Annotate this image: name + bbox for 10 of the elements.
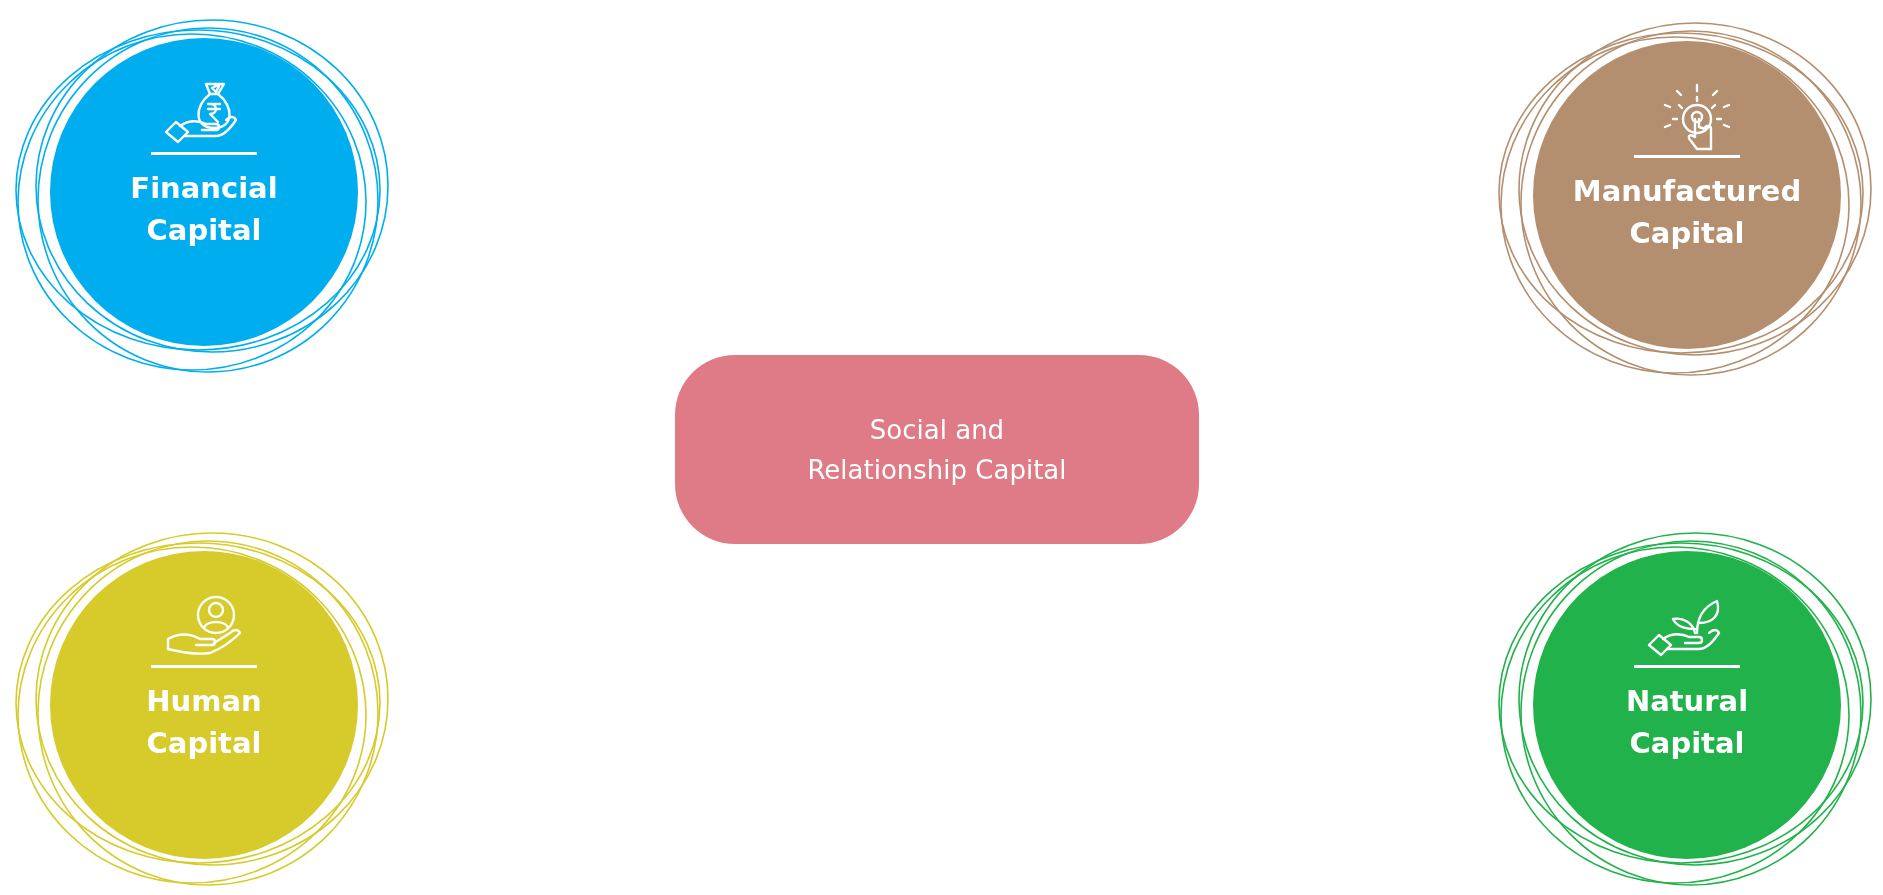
rounded-box	[675, 355, 1199, 544]
node-label: Natural Capital	[1624, 683, 1750, 762]
node-label: Financial Capital	[129, 170, 279, 249]
node-label: Manufactured Capital	[1572, 173, 1802, 252]
capital-circle	[1533, 41, 1841, 349]
capital-circle	[1533, 551, 1841, 859]
capital-circle	[50, 551, 358, 859]
capital-circle	[50, 38, 358, 346]
node-label: Social and Relationship Capital	[806, 413, 1068, 487]
node-label: Human Capital	[145, 683, 263, 762]
